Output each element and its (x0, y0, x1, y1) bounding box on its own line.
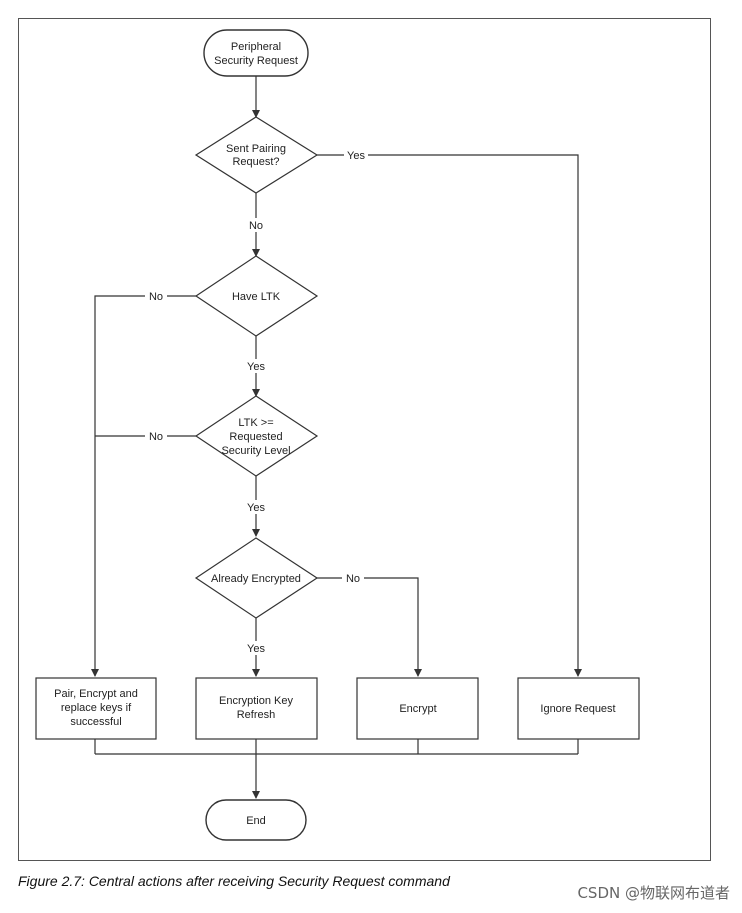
node-start: Peripheral Security Request (203, 29, 309, 77)
node-encrypt-line-1: Encrypt (399, 703, 436, 715)
node-already-encrypted-line-1: Already Encrypted (211, 573, 301, 585)
node-ltk-level-line-1: LTK >= (238, 417, 273, 429)
node-pair-encrypt-line-2: replace keys if (61, 702, 132, 714)
node-pair-encrypt-line-1: Pair, Encrypt and (54, 688, 138, 700)
node-ltk-level: LTK >= Requested Security Level (194, 395, 319, 477)
node-key-refresh-line-1: Encryption Key (219, 695, 293, 707)
node-sent-pairing-line-2: Request? (232, 156, 279, 168)
node-ltk-level-line-3: Security Level (221, 445, 290, 457)
node-have-ltk-line-1: Have LTK (232, 291, 281, 303)
node-sent-pairing-line-1: Sent Pairing (226, 143, 286, 155)
node-end: End (205, 799, 307, 841)
edge-label-ltk-no: No (149, 291, 163, 303)
node-end-line-1: End (246, 815, 266, 827)
edge-label-level-yes: Yes (247, 502, 265, 514)
diagram-frame (18, 18, 711, 861)
edge-enc-no (317, 577, 422, 677)
node-pair-encrypt-line-3: successful (70, 716, 121, 728)
edge-label-sent-no: No (249, 220, 263, 232)
node-have-ltk: Have LTK (194, 255, 319, 337)
node-key-refresh-line-2: Refresh (237, 709, 276, 721)
node-key-refresh: Encryption Key Refresh (195, 677, 318, 740)
node-start-line-2: Security Request (214, 55, 298, 67)
edge-label-ltk-yes: Yes (247, 361, 265, 373)
edge-labels: Yes No No Yes No Yes No Yes (145, 148, 368, 655)
node-sent-pairing: Sent Pairing Request? (194, 116, 319, 194)
edge-label-enc-no: No (346, 573, 360, 585)
node-pair-encrypt: Pair, Encrypt and replace keys if succes… (35, 677, 157, 740)
edges (91, 76, 582, 799)
edge-label-enc-yes: Yes (247, 643, 265, 655)
figure-caption: Figure 2.7: Central actions after receiv… (18, 873, 450, 889)
node-start-line-1: Peripheral (231, 41, 281, 53)
node-already-encrypted: Already Encrypted (194, 537, 319, 619)
watermark: CSDN @物联网布道者 (577, 884, 730, 902)
edge-sent-yes (317, 154, 582, 677)
node-ltk-level-line-2: Requested (229, 431, 282, 443)
edge-ltk-no (91, 295, 196, 677)
node-ignore: Ignore Request (517, 677, 640, 740)
node-ignore-line-1: Ignore Request (540, 703, 615, 715)
edge-label-level-no: No (149, 431, 163, 443)
node-encrypt: Encrypt (356, 677, 479, 740)
edge-label-sent-yes: Yes (347, 150, 365, 162)
